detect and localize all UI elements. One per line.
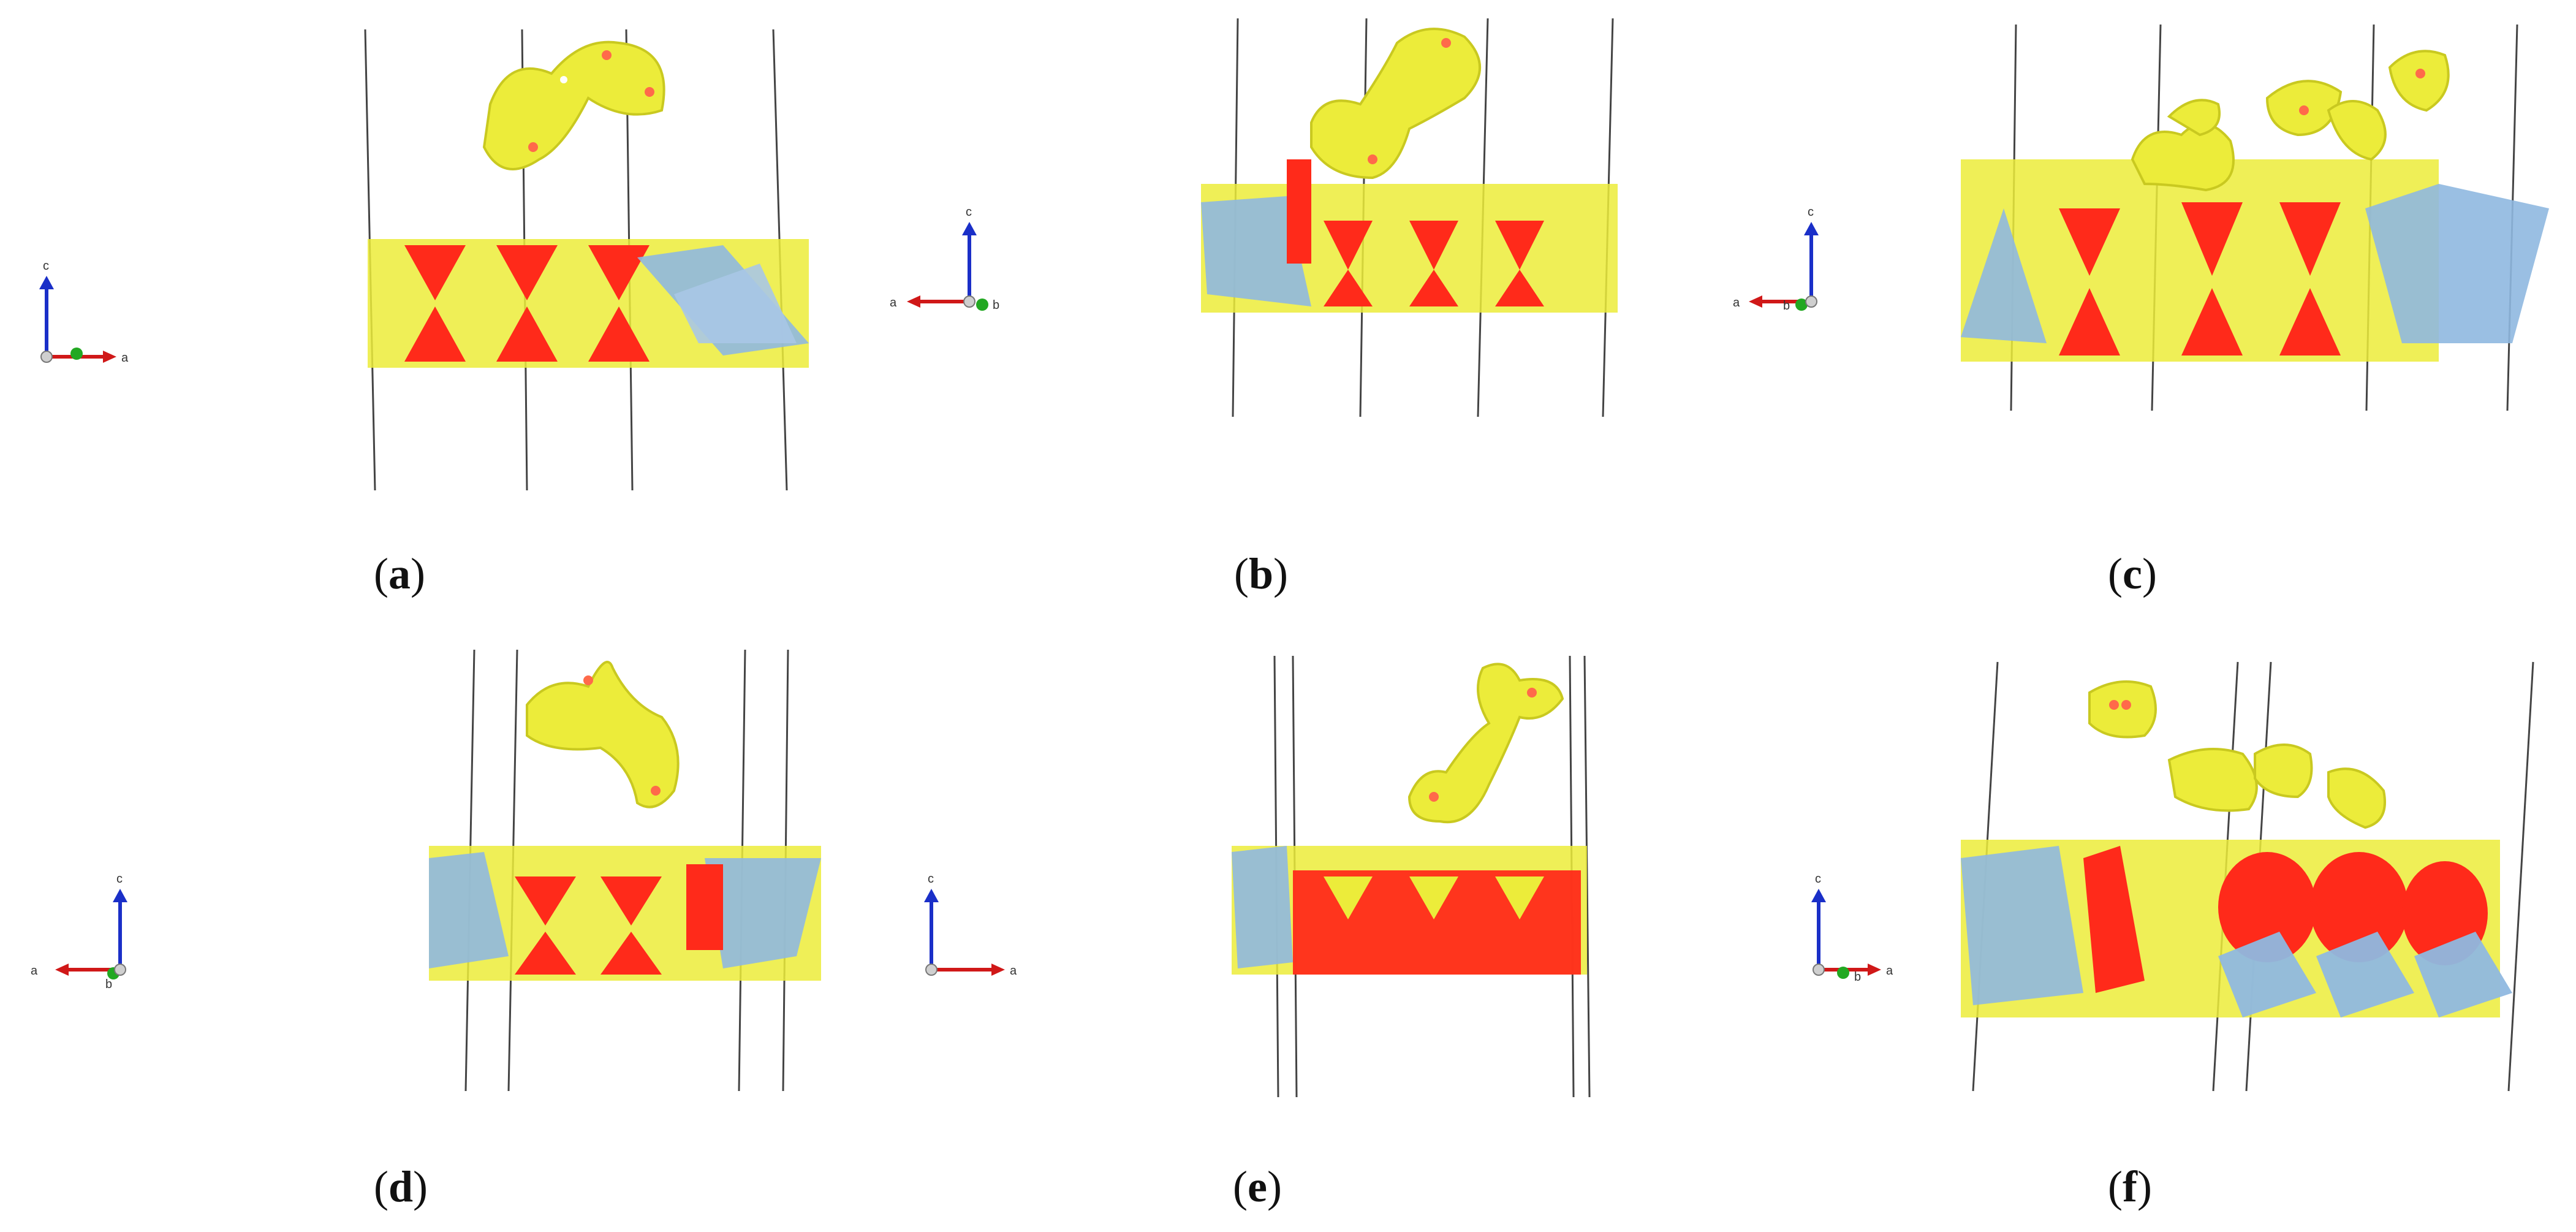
axis-triad: c a (924, 872, 1017, 978)
axis-label-a: a (31, 964, 38, 978)
panel-e: c a (e) (858, 613, 1716, 1232)
axis-label-c: c (928, 872, 934, 886)
panel-a: c a (a) (0, 0, 858, 613)
adsorbed-molecule (2131, 50, 2450, 192)
axis-triad: c a b (1811, 872, 1893, 984)
panel-c: c a b (c) (1716, 0, 2576, 613)
adsorbed-molecule (2088, 680, 2386, 829)
panel-d: c a b (d) (0, 613, 858, 1232)
axis-label-b: b (1854, 970, 1861, 984)
panel-a-figure: c a (39, 29, 809, 491)
panel-b-figure: c a b (890, 18, 1618, 417)
panel-e-figure: c a (924, 655, 1591, 1098)
axis-label-b: b (105, 978, 112, 991)
panel-d-figure: c a b (31, 649, 821, 1092)
mineral-slab (1232, 846, 1587, 975)
axis-label-c: c (966, 205, 972, 219)
axis-label-c: c (116, 872, 123, 886)
axis-label-a: a (121, 351, 129, 365)
caption-d: (d) (374, 1162, 428, 1211)
caption-b: (b) (1234, 549, 1289, 598)
mineral-slab (1961, 159, 2549, 362)
axis-triad: c a (39, 259, 129, 365)
panel-c-figure: c a b (1733, 24, 2549, 411)
caption-a: (a) (374, 549, 425, 598)
adsorbed-molecule (1407, 663, 1564, 824)
mineral-slab (1961, 840, 2512, 1017)
axis-label-a: a (1733, 296, 1740, 310)
adsorbed-molecule (482, 40, 665, 170)
caption-f: (f) (2108, 1162, 2152, 1211)
panel-b: c a b (b) (858, 0, 1716, 613)
panel-f: c a b (f) (1716, 613, 2576, 1232)
axis-label-b: b (993, 298, 999, 312)
axis-triad: c a b (31, 872, 127, 991)
axis-label-b: b (1783, 299, 1790, 313)
adsorbed-molecule (526, 661, 680, 808)
mineral-slab (429, 846, 821, 981)
axis-label-a: a (1886, 964, 1893, 978)
adsorbed-molecule (1310, 28, 1481, 180)
panel-f-figure: c a b (1811, 661, 2534, 1092)
axis-label-c: c (1808, 205, 1814, 219)
axis-label-c: c (1815, 872, 1821, 886)
axis-triad: c a b (890, 205, 999, 312)
caption-e: (e) (1233, 1162, 1282, 1211)
mineral-slab (1201, 159, 1618, 313)
caption-c: (c) (2108, 549, 2157, 598)
axis-label-a: a (1010, 964, 1017, 978)
axis-label-c: c (43, 259, 49, 273)
axis-triad: c a b (1733, 205, 1819, 313)
axis-label-a: a (890, 296, 897, 310)
mineral-slab (368, 239, 809, 368)
